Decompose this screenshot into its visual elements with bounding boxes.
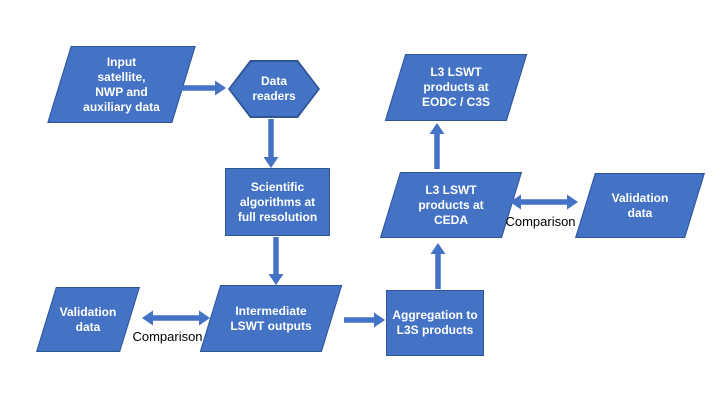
arrow-data-readers-to-scientific	[263, 119, 279, 168]
node-data-readers-label: Data readers	[252, 74, 296, 103]
arrow-scientific-to-intermediate	[268, 237, 284, 285]
node-l3-lswt-ceda-label: L3 LSWT products at CEDA	[418, 182, 484, 227]
node-l3-lswt-eodc-c3s: L3 LSWT products at EODC / C3S	[384, 54, 528, 121]
node-input-data-label: Input satellite, NWP and auxiliary data	[83, 54, 160, 114]
arrow-aggregation-to-ceda	[430, 243, 446, 289]
node-validation-data-right-label: Validation data	[611, 190, 669, 220]
node-validation-data-left: Validation data	[36, 287, 140, 352]
node-scientific-algorithms-label: Scientific algorithms at full resolution	[237, 179, 318, 224]
arrow-input-to-data-readers	[177, 80, 226, 96]
arrow-ceda-to-eodc	[429, 123, 445, 169]
rectangle-shape	[225, 168, 330, 236]
double-arrow-validation-intermediate	[142, 310, 210, 326]
node-l3-lswt-ceda: L3 LSWT products at CEDA	[379, 172, 523, 238]
node-validation-data-right: Validation data	[575, 173, 705, 238]
node-intermediate-lswt-outputs-label: Intermediate LSWT outputs	[230, 303, 312, 333]
comparison-label-right: Comparison	[505, 214, 576, 229]
double-arrow-ceda-validation	[510, 194, 578, 210]
node-validation-data-left-label: Validation data	[59, 304, 117, 334]
comparison-label-left: Comparison	[132, 329, 203, 344]
node-data-readers: Data readers	[228, 60, 320, 118]
hexagon-shape	[228, 60, 320, 118]
node-input-data: Input satellite, NWP and auxiliary data	[47, 46, 196, 123]
node-l3-lswt-eodc-c3s-label: L3 LSWT products at EODC / C3S	[421, 65, 490, 109]
node-aggregation-l3s: Aggregation to L3S products	[386, 290, 484, 356]
arrow-intermediate-to-aggregation	[344, 312, 385, 328]
node-intermediate-lswt-outputs: Intermediate LSWT outputs	[199, 285, 343, 352]
node-scientific-algorithms: Scientific algorithms at full resolution	[225, 168, 330, 236]
rectangle-shape	[386, 290, 484, 356]
node-aggregation-l3s-label: Aggregation to L3S products	[392, 308, 478, 337]
